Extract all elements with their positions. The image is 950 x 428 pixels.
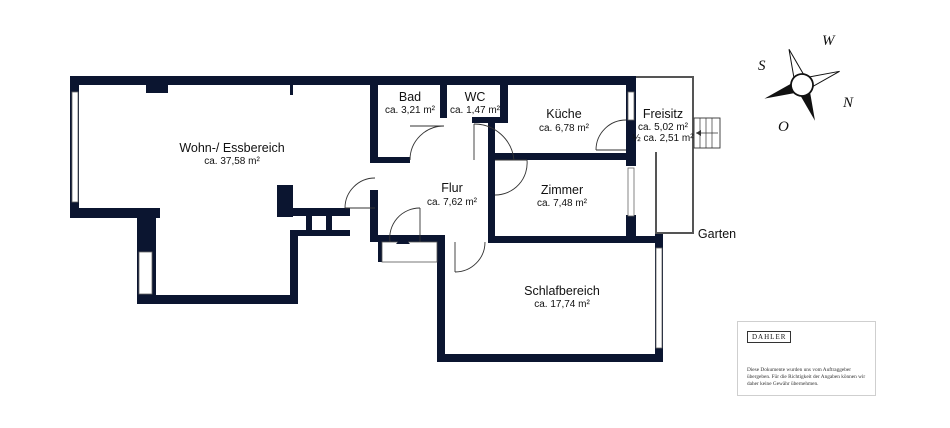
room-area-wohn: ca. 37,58 m²	[204, 156, 260, 167]
room-area-kueche: ca. 6,78 m²	[539, 123, 590, 134]
compass	[764, 49, 840, 121]
room-name-flur: Flur	[441, 181, 463, 195]
room-area-flur: ca. 7,62 m²	[427, 197, 478, 208]
room-name-freisitz: Freisitz	[643, 107, 683, 121]
disclaimer-box: DAHLER Diese Dokumente wurden uns vom Au…	[737, 321, 876, 396]
room-area2-freisitz: ½ ca. 2,51 m²	[632, 133, 694, 144]
compass-o: O	[778, 119, 789, 135]
brand-logo: DAHLER	[747, 331, 792, 343]
room-area-freisitz: ca. 5,02 m²	[638, 122, 689, 133]
room-name-zimmer: Zimmer	[541, 183, 583, 197]
room-area-wc: ca. 1,47 m²	[450, 105, 501, 116]
compass-s: S	[758, 58, 766, 74]
windows	[71, 91, 663, 349]
compass-n: N	[842, 95, 854, 111]
walls	[70, 76, 694, 362]
room-area-bad: ca. 3,21 m²	[385, 105, 436, 116]
stairs	[693, 117, 721, 149]
doors	[344, 119, 627, 273]
room-name-wc: WC	[465, 90, 486, 104]
room-name-kueche: Küche	[546, 107, 581, 121]
room-area-schlaf: ca. 17,74 m²	[534, 299, 590, 310]
room-labels: Wohn-/ Essbereich ca. 37,58 m² Bad ca. 3…	[179, 90, 736, 310]
compass-w: W	[822, 33, 836, 49]
garden-label: Garten	[698, 227, 736, 241]
room-name-schlaf: Schlafbereich	[524, 284, 600, 298]
room-name-wohn: Wohn-/ Essbereich	[179, 141, 284, 155]
room-name-bad: Bad	[399, 90, 421, 104]
disclaimer-text: Diese Dokumente wurden uns vom Auftragge…	[747, 367, 866, 387]
room-area-zimmer: ca. 7,48 m²	[537, 198, 588, 209]
